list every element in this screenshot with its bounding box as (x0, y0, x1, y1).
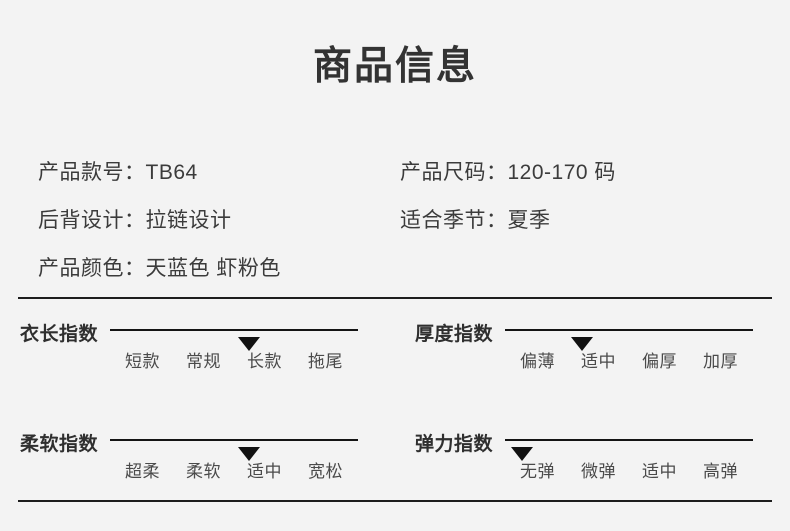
index-marker-triangle-icon (237, 447, 260, 461)
index-gauge-thickness: 厚度指数 偏薄 适中 偏厚 加厚 (395, 311, 790, 421)
index-marker-triangle-icon (570, 337, 593, 351)
spec-item-back-design: 后背设计：拉链设计 (38, 210, 400, 231)
spec-value: 天蓝色 虾粉色 (145, 256, 281, 280)
index-tick: 拖尾 (308, 352, 343, 371)
index-tick: 偏薄 (520, 352, 555, 371)
spec-item-product-size: 产品尺码：120-170 码 (400, 162, 752, 183)
index-scale: 短款 常规 长款 拖尾 (112, 347, 356, 372)
index-tick: 微弹 (581, 462, 616, 481)
index-tick: 超柔 (125, 462, 160, 481)
index-marker-triangle-icon (237, 337, 260, 351)
index-gauge-length: 衣长指数 短款 常规 长款 拖尾 (0, 311, 395, 421)
index-track (505, 439, 753, 461)
index-gauge-elasticity: 弹力指数 无弹 微弹 适中 高弹 (395, 421, 790, 531)
product-info-page: 商品信息 产品款号：TB64 产品尺码：120-170 码 后背设计：拉链设计 … (0, 44, 790, 502)
index-label: 柔软指数 (20, 434, 99, 455)
spec-key: 后背设计： (38, 208, 146, 232)
spec-key: 产品款号： (38, 160, 146, 184)
divider-bottom (18, 500, 772, 502)
page-title-container: 商品信息 (0, 44, 790, 91)
index-scale: 偏薄 适中 偏厚 加厚 (507, 347, 751, 372)
index-tick: 长款 (247, 352, 282, 371)
spec-key: 产品尺码： (400, 160, 508, 184)
index-tick: 适中 (247, 462, 282, 481)
index-gauge-softness: 柔软指数 超柔 柔软 适中 宽松 (0, 421, 395, 531)
index-tick: 柔软 (186, 462, 221, 481)
index-label: 厚度指数 (415, 324, 494, 345)
index-tick: 常规 (186, 352, 221, 371)
index-tick: 适中 (581, 352, 616, 371)
index-tick: 加厚 (703, 352, 738, 371)
spec-value: 拉链设计 (145, 208, 232, 232)
index-track (505, 329, 753, 351)
index-label: 弹力指数 (415, 434, 494, 455)
index-track (110, 439, 358, 461)
index-tick: 无弹 (520, 462, 555, 481)
index-tick: 高弹 (703, 462, 738, 481)
index-row: 衣长指数 短款 常规 长款 拖尾 厚度指数 偏薄 适中 (0, 311, 790, 421)
index-marker-triangle-icon (511, 447, 534, 461)
spec-item-season: 适合季节：夏季 (400, 210, 752, 231)
spec-key: 适合季节： (400, 208, 508, 232)
divider-top (18, 297, 772, 299)
index-scale: 无弹 微弹 适中 高弹 (507, 457, 751, 482)
spec-item-product-code: 产品款号：TB64 (38, 162, 400, 183)
spec-value: 夏季 (507, 208, 551, 232)
spec-list: 产品款号：TB64 产品尺码：120-170 码 后背设计：拉链设计 适合季节：… (38, 148, 752, 292)
index-tick: 适中 (642, 462, 677, 481)
spec-item-product-color: 产品颜色：天蓝色 虾粉色 (38, 258, 400, 279)
spec-value: TB64 (145, 160, 198, 184)
page-title: 商品信息 (312, 45, 477, 88)
spec-value: 120-170 码 (507, 160, 616, 184)
index-grid: 衣长指数 短款 常规 长款 拖尾 厚度指数 偏薄 适中 (0, 311, 790, 531)
index-tick: 宽松 (308, 462, 343, 481)
index-tick: 偏厚 (642, 352, 677, 371)
spec-key: 产品颜色： (38, 256, 146, 280)
index-label: 衣长指数 (20, 324, 99, 345)
spec-row: 后背设计：拉链设计 适合季节：夏季 (38, 196, 752, 244)
spec-row: 产品颜色：天蓝色 虾粉色 (38, 244, 752, 292)
index-tick: 短款 (125, 352, 160, 371)
index-scale: 超柔 柔软 适中 宽松 (112, 457, 356, 482)
index-track (110, 329, 358, 351)
spec-row: 产品款号：TB64 产品尺码：120-170 码 (38, 148, 752, 196)
index-row: 柔软指数 超柔 柔软 适中 宽松 弹力指数 无弹 微弹 (0, 421, 790, 531)
